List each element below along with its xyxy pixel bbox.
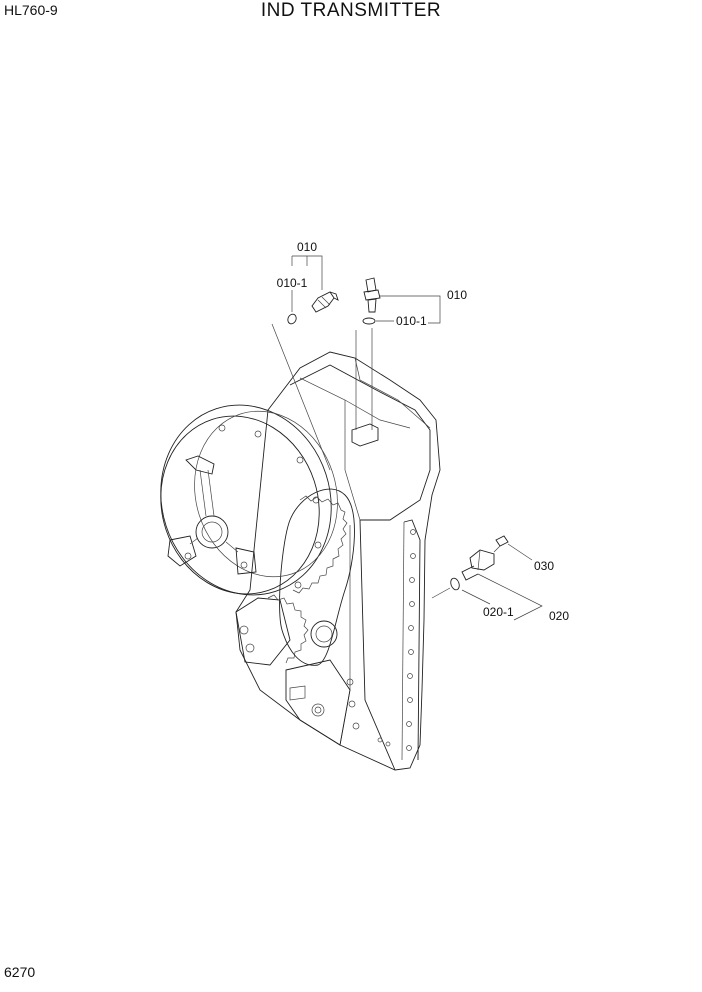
- callout-leaders: [291, 255, 543, 621]
- transmission-housing: [160, 351, 441, 771]
- sender-port: [351, 423, 379, 447]
- callout-030: 030: [534, 559, 554, 573]
- callout-010-right: 010: [447, 288, 467, 302]
- callout-010-1-right: 010-1: [396, 314, 427, 328]
- callout-020: 020: [549, 609, 569, 623]
- converter-bolts: [218, 424, 322, 589]
- callout-020-1: 020-1: [483, 605, 514, 619]
- callout-010-left: 010: [297, 240, 317, 254]
- part-010-1-left-oring: [287, 313, 297, 325]
- leader-020: [431, 587, 451, 599]
- callout-010-1-left: 010-1: [277, 276, 308, 290]
- part-010-1-right-oring: [362, 317, 376, 325]
- page-number: 6270: [4, 964, 36, 980]
- gear-teeth: [267, 495, 348, 664]
- model-code: HL760-9: [4, 2, 58, 18]
- part-020-1-oring: [450, 577, 460, 591]
- page-title: IND TRANSMITTER: [260, 0, 442, 21]
- part-010-left-sender: [311, 291, 339, 313]
- flange-bolts: [346, 529, 416, 751]
- part-030-bolt: [493, 535, 509, 553]
- part-020-sensor: [461, 549, 495, 581]
- leader-left-sender: [271, 323, 331, 471]
- part-010-right-sender: [363, 277, 381, 313]
